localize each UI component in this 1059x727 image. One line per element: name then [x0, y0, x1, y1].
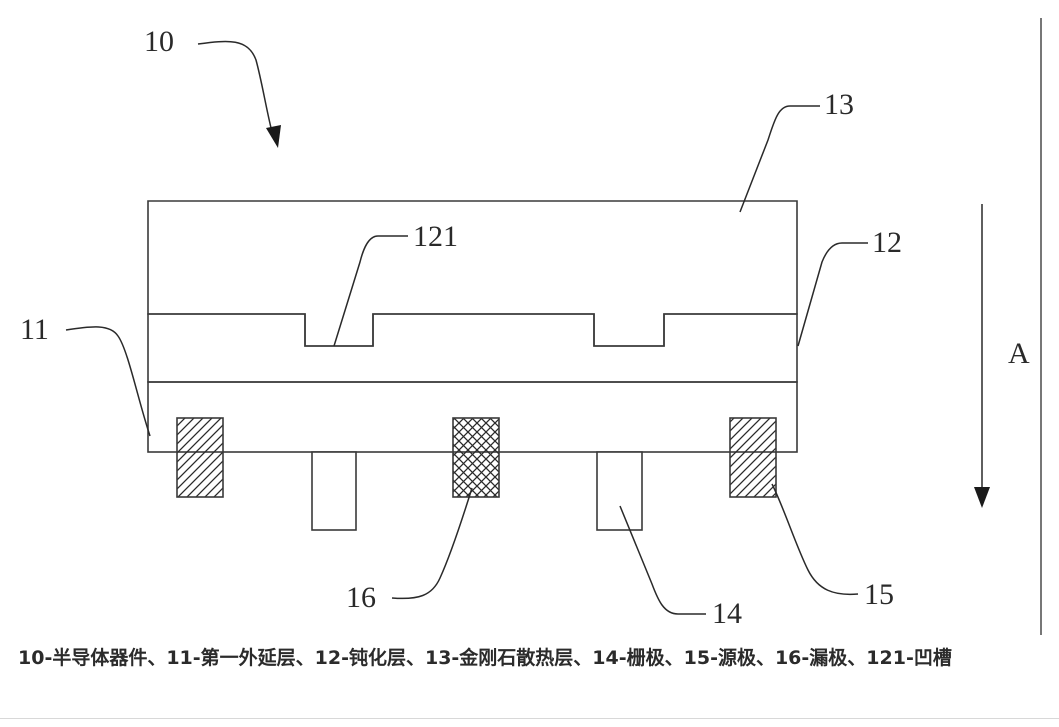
diamond-heat-layer — [147, 200, 798, 347]
gate-electrode-left — [311, 451, 357, 531]
source-electrode-left — [176, 417, 224, 498]
label-15: 15 — [864, 578, 894, 611]
arrowhead-10 — [266, 125, 281, 148]
source-electrode-right — [729, 417, 777, 498]
leader-line-15 — [771, 483, 859, 596]
label-12: 12 — [872, 226, 902, 259]
leader-line-121 — [333, 235, 408, 347]
drain-electrode — [452, 417, 500, 498]
leader-line-16 — [391, 487, 473, 600]
passivation-layer — [147, 313, 798, 383]
gate-electrode-right — [596, 451, 643, 531]
leader-line-10 — [197, 40, 273, 133]
label-a: A — [1008, 337, 1030, 370]
label-11: 11 — [20, 313, 49, 346]
label-14: 14 — [712, 597, 742, 630]
direction-arrowhead — [974, 487, 990, 508]
semiconductor-device-diagram: 10 13 121 12 11 A 16 15 14 — [20, 18, 1042, 635]
leader-line-11 — [65, 326, 151, 437]
figure-caption: 10-半导体器件、11-第一外延层、12-钝化层、13-金刚石散热层、14-栅极… — [18, 647, 952, 669]
label-16: 16 — [346, 581, 376, 614]
bottom-divider — [0, 718, 1059, 719]
label-10: 10 — [144, 25, 174, 58]
leader-line-14 — [619, 505, 706, 615]
label-121: 121 — [413, 220, 458, 253]
leader-line-13 — [739, 105, 820, 213]
label-13: 13 — [824, 88, 854, 121]
leader-line-12 — [797, 242, 868, 347]
